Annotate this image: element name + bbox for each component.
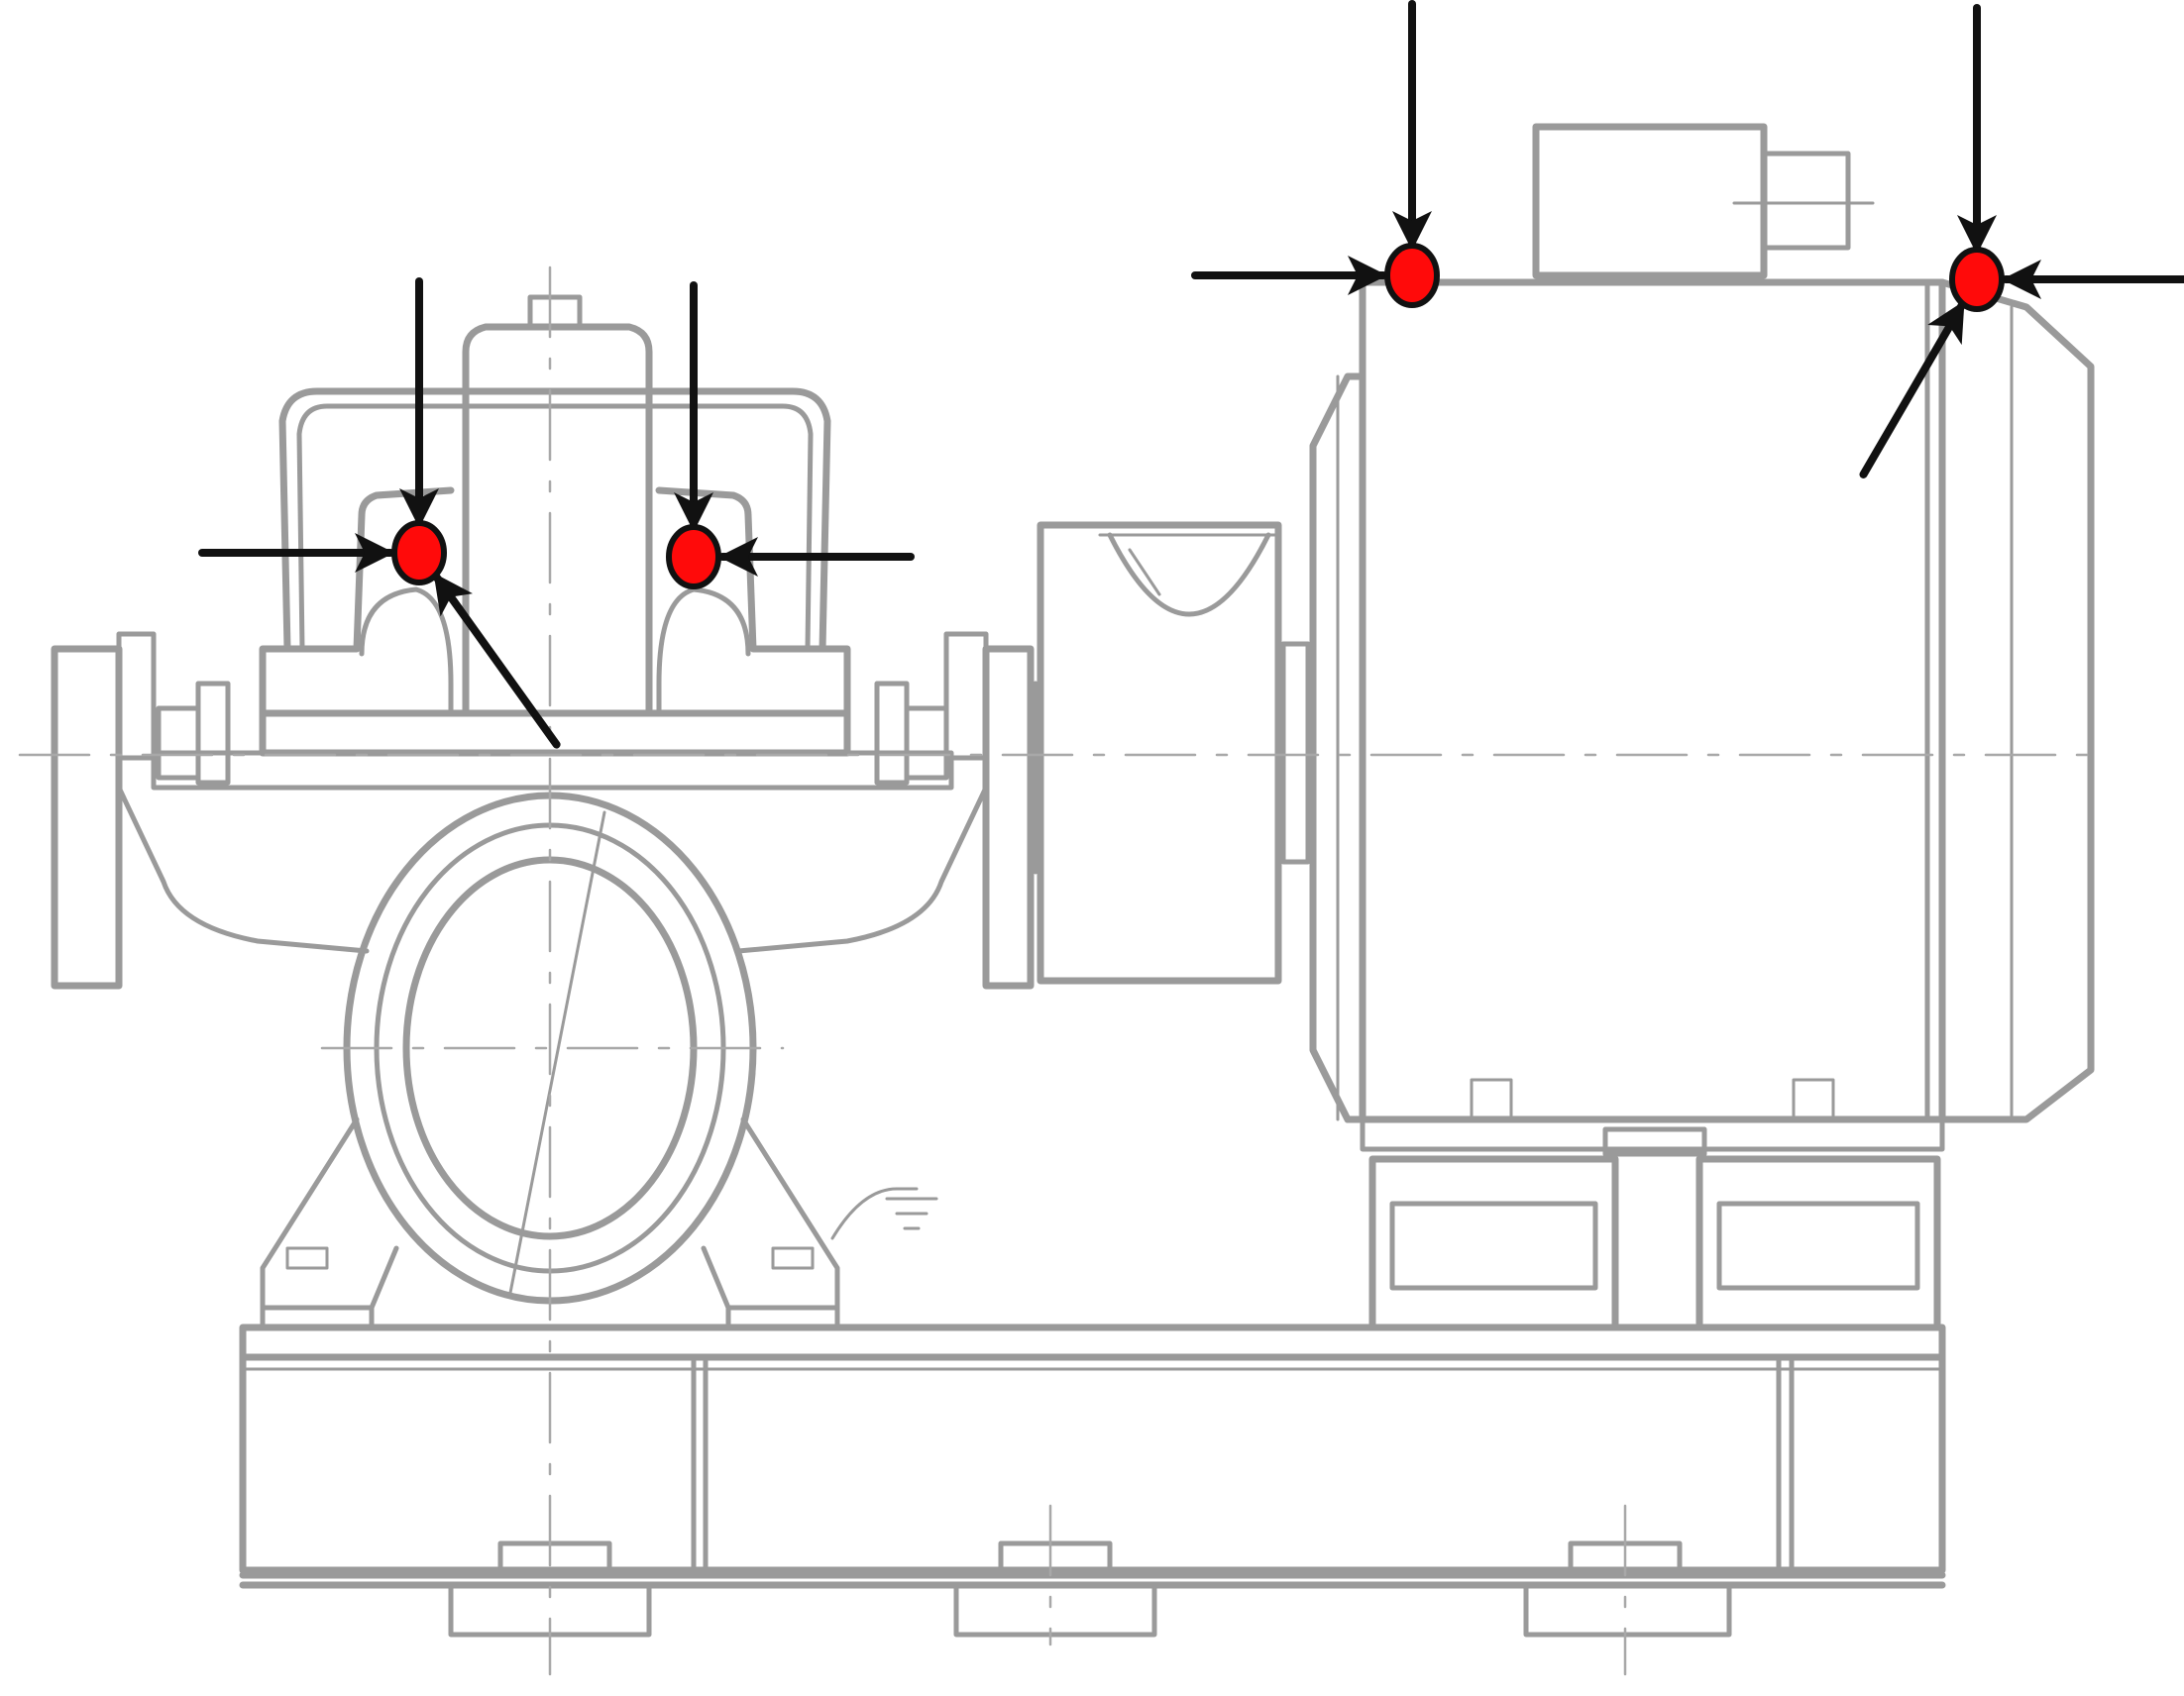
base-feet — [448, 1540, 1732, 1638]
measurement-point-pump-bearing-non-drive-end — [666, 524, 721, 589]
measurement-points — [391, 243, 2005, 589]
coupling-guard — [1033, 521, 1311, 985]
arrow-pump-bearing-drive-end-diag-up-left — [431, 572, 561, 749]
centerlines — [18, 265, 2108, 1676]
split-case-pump — [51, 294, 1035, 1330]
measurement-arrows — [198, 0, 2184, 749]
measurement-point-motor-bearing-drive-end — [1384, 243, 1440, 308]
measurement-point-pump-bearing-drive-end — [391, 520, 447, 585]
measurement-point-motor-bearing-non-drive-end — [1949, 247, 2005, 312]
base-frame — [239, 1324, 1946, 1589]
electric-motor — [1309, 123, 2095, 1331]
arrow-motor-bearing-non-drive-end-diag-down-left — [1859, 299, 1967, 478]
